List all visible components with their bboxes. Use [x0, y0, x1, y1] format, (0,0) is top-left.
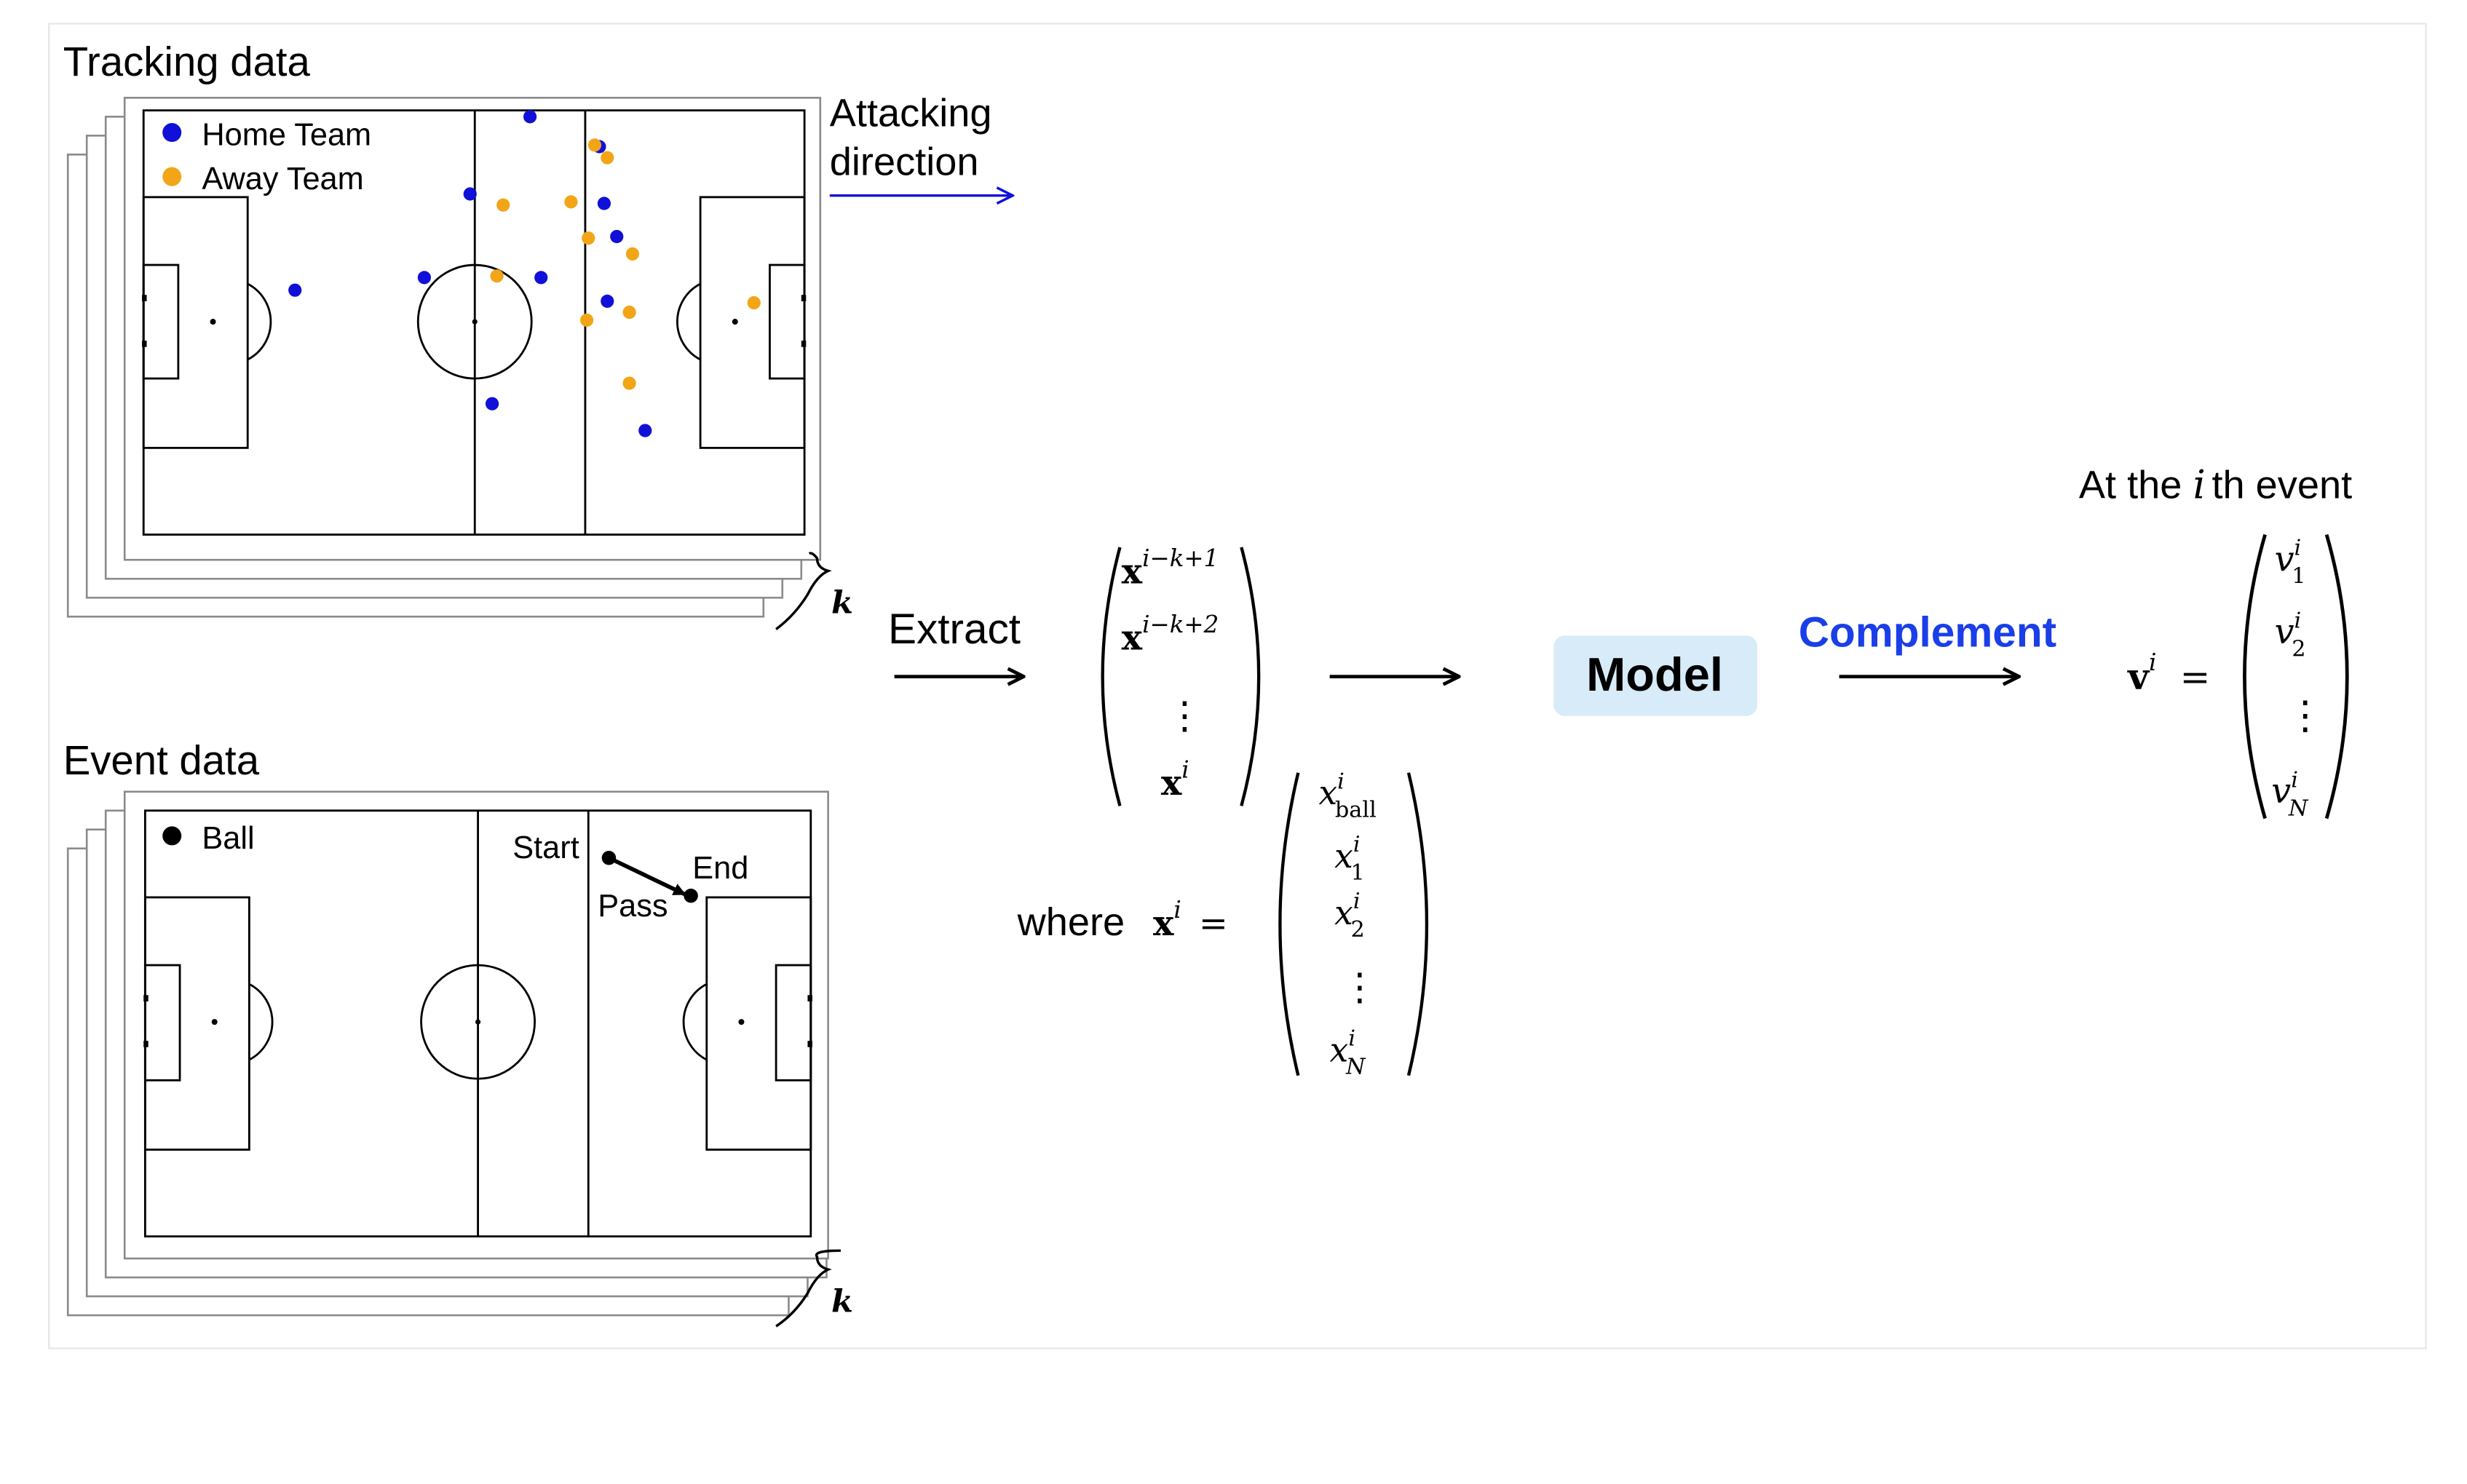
stack-row-1: xi−k+1: [1122, 544, 1219, 592]
away-player-marker: [582, 231, 595, 245]
event-title: Event data: [63, 737, 260, 783]
event-legend: Ball: [162, 821, 255, 856]
model-label: Model: [1586, 648, 1723, 701]
where-row-ellipsis: ⋮: [1341, 966, 1379, 1009]
extract-label: Extract: [888, 606, 1021, 653]
where-word: where: [1017, 900, 1125, 944]
home-player-marker: [485, 397, 499, 410]
stack-row-2: xi−k+2: [1122, 611, 1219, 659]
away-player-marker: [747, 295, 761, 310]
tracking-title: Tracking data: [63, 39, 311, 84]
legend-ball-marker: [162, 826, 182, 846]
pass-start-label: Start: [512, 830, 579, 865]
event-k-label: k: [831, 1283, 853, 1320]
legend-away-label: Away Team: [202, 162, 363, 197]
stack-left-paren: [1101, 547, 1122, 806]
away-player-marker: [622, 305, 636, 320]
home-player-marker: [601, 294, 614, 308]
home-player-marker: [417, 271, 432, 285]
where-left-paren: [1278, 772, 1300, 1076]
tracking-pitch: [142, 109, 807, 536]
away-player-marker: [490, 269, 504, 283]
away-player-marker: [622, 376, 636, 390]
pass-event: Start End Pass: [512, 830, 748, 924]
home-player-marker: [523, 110, 537, 124]
home-player-marker: [534, 271, 548, 285]
away-player-marker: [625, 247, 640, 261]
stack-row-ellipsis: ⋮: [1165, 694, 1203, 738]
output-row-ellipsis: ⋮: [2286, 692, 2325, 738]
legend-home-label: Home Team: [202, 117, 371, 152]
event-pitch: [143, 809, 812, 1238]
legend-home-marker: [162, 123, 182, 143]
home-player-marker: [638, 424, 652, 437]
event-k-brace: [775, 1249, 841, 1328]
home-player-marker: [288, 283, 302, 297]
output-right-paren: [2324, 533, 2349, 820]
tracking-players: [288, 110, 761, 437]
tracking-k-label: k: [831, 584, 853, 622]
tracking-legend: Home Team Away Team: [162, 117, 371, 197]
where-right-paren: [1406, 772, 1429, 1076]
pass-end-label: End: [692, 851, 748, 886]
away-player-marker: [587, 138, 602, 152]
stack-row-last: xi: [1161, 755, 1189, 803]
home-player-marker: [610, 229, 624, 244]
attacking-direction-line1: Attacking: [830, 91, 992, 135]
where-equals: =: [1199, 904, 1228, 944]
legend-ball-label: Ball: [202, 821, 254, 856]
model-box: [1553, 635, 1757, 716]
attacking-direction-line2: direction: [830, 140, 979, 184]
away-player-marker: [579, 313, 594, 327]
stacked-feature-vector: xi−k+1 xi−k+2 ⋮ xi: [1101, 544, 1261, 806]
away-player-marker: [496, 198, 510, 212]
output-left-paren: [2243, 533, 2267, 820]
output-lhs: vi: [2127, 648, 2156, 698]
home-player-marker: [597, 197, 611, 210]
home-player-marker: [463, 187, 477, 201]
pass-label: Pass: [598, 889, 668, 924]
tracking-k-brace: [775, 552, 832, 630]
output-equals: =: [2180, 656, 2211, 698]
pass-end-point: [684, 889, 698, 903]
away-player-marker: [564, 195, 578, 209]
legend-away-marker: [162, 167, 182, 186]
pass-arrow: [608, 856, 686, 897]
stack-right-paren: [1240, 547, 1261, 806]
pass-start-point: [601, 851, 617, 865]
where-lhs: xi: [1153, 896, 1181, 944]
complement-label: Complement: [1799, 608, 2056, 656]
away-player-marker: [601, 151, 614, 164]
